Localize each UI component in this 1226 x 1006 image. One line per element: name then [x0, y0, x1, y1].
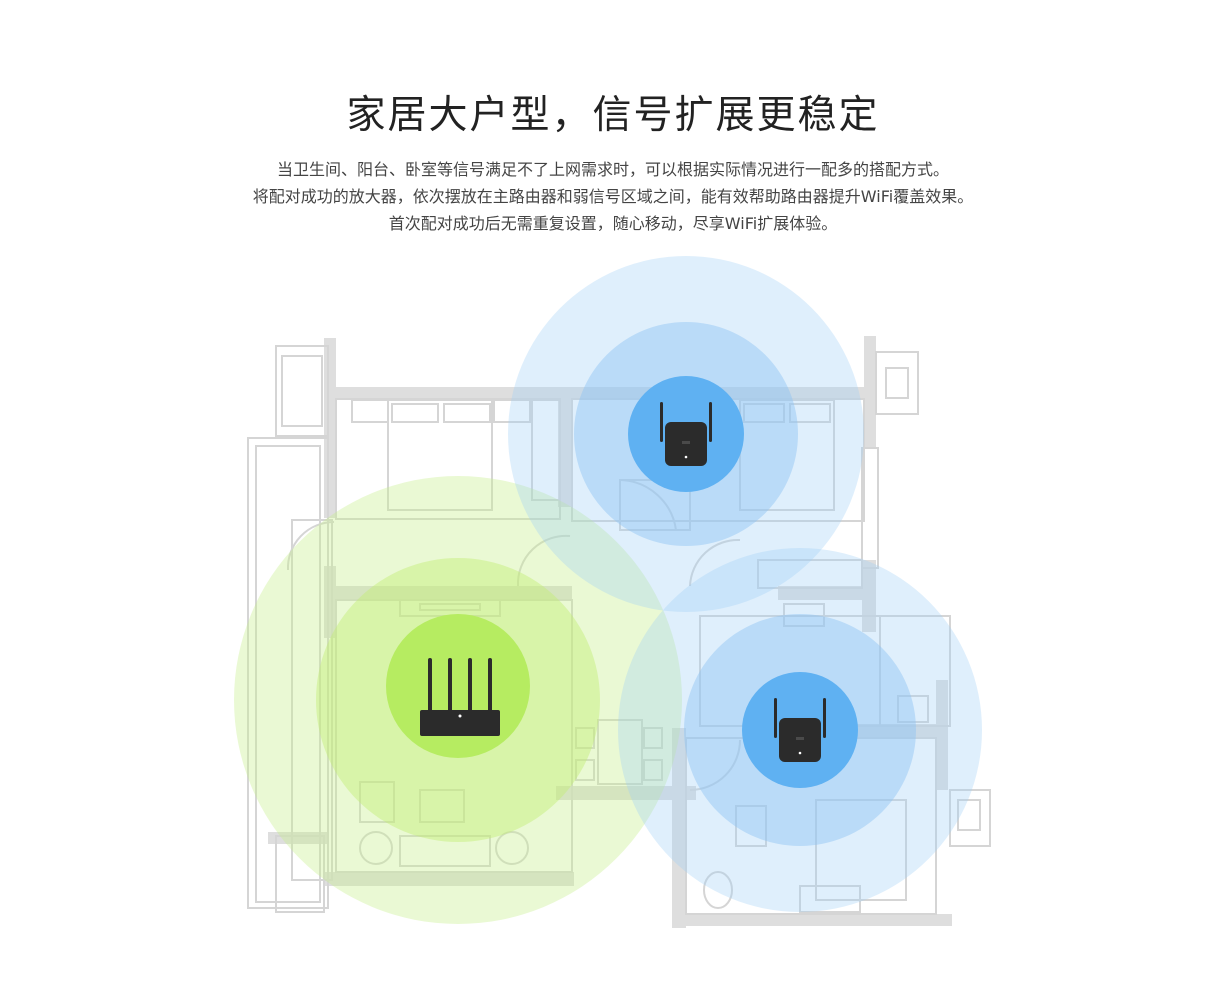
wifi-extender-icon — [774, 698, 826, 762]
description-line-1: 当卫生间、阳台、卧室等信号满足不了上网需求时，可以根据实际情况进行一配多的搭配方… — [276, 160, 949, 179]
router-coverage — [234, 476, 682, 924]
description-line-2: 将配对成功的放大器，依次摆放在主路由器和弱信号区域之间，能有效帮助路由器提升Wi… — [252, 187, 974, 206]
wifi-extender-icon — [660, 402, 712, 466]
router-coverage-inner — [386, 614, 530, 758]
page-title: 家居大户型，信号扩展更稳定 — [346, 93, 880, 138]
floor-plan — [247, 336, 991, 928]
description-line-3: 首次配对成功后无需重复设置，随心移动，尽享WiFi扩展体验。 — [388, 214, 838, 233]
router-icon — [420, 658, 500, 736]
